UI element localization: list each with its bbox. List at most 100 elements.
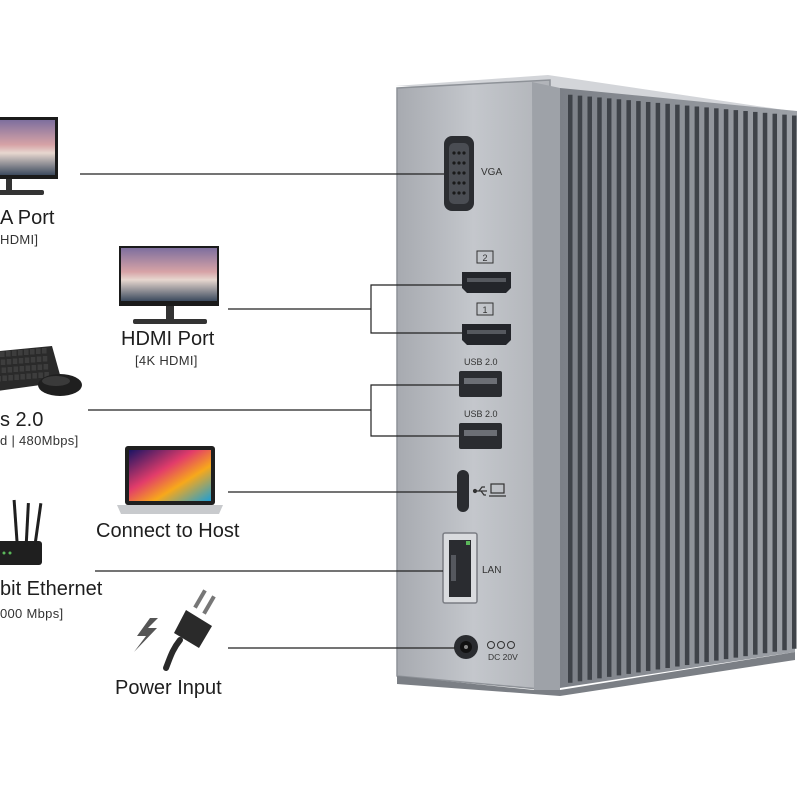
heat-sink-fin [606,98,612,677]
keyboard-key [12,350,17,356]
hdmi-1-label: 1 [482,305,487,315]
keyboard-key [7,367,13,373]
keyboard-key [38,372,43,378]
heat-sink-fin [684,105,690,666]
heat-sink-fin [636,101,641,673]
power-title: Power Input [115,677,222,699]
hdmi-2-label: 2 [482,253,487,263]
usb-port-upper-tongue [464,378,497,384]
keyboard-key [25,365,31,371]
vga-port-label: VGA [481,167,502,178]
keyboard-key [30,357,36,363]
heat-sink-fin [762,112,768,654]
keyboard-key [24,357,30,363]
keyboard-key [13,366,19,372]
keyboard-key [2,375,7,381]
keyboard-key [43,364,49,370]
leader-usb-bracket [370,384,459,437]
usb-lower-label: USB 2.0 [464,409,498,419]
ethernet-title: bit Ethernet [0,578,103,600]
ethernet-subtitle: 000 Mbps] [0,606,64,621]
heat-sink-fin [645,101,651,671]
usb-upper-label: USB 2.0 [464,357,498,367]
keyboard-key [31,365,37,371]
lan-port-label: LAN [482,565,501,576]
heat-sink-fin [626,100,631,674]
monitor-icon [119,246,219,324]
leader-lines [80,173,462,649]
power-plug-icon [163,589,216,671]
heat-sink-fin [665,103,670,668]
heat-sink-fin [568,94,573,683]
heat-sink-fin [733,110,739,658]
leader-hdmi-bracket [370,284,462,334]
usb-port-lower-tongue [464,430,497,436]
keyboard-key [8,375,13,381]
keyboard-mouse-icon [0,346,82,396]
hdmi-port-1-pins [467,330,506,334]
keyboard-key [0,359,6,365]
dc-port-label: DC 20V [488,652,518,662]
heat-sink-fin [694,106,700,664]
hdmi-1-badge [476,302,494,316]
keyboard-key [30,349,35,355]
keyboard-key [18,358,24,364]
vga-port-subtitle: HDMI] [0,232,39,247]
host-title: Connect to Host [96,520,240,542]
lightning-icon [134,618,158,652]
heat-sink-fin [597,97,602,679]
hdmi-port-title: HDMI Port [121,328,215,350]
heat-sink-fin [616,99,622,676]
heat-sink-fin [792,115,797,649]
usb-title: s 2.0 [0,409,44,431]
heat-sink-fin [714,108,719,661]
dock-edge-pillar [532,82,560,690]
hdmi-2-badge [476,250,494,264]
keyboard-key [19,366,25,372]
keyboard-key [6,351,11,357]
keyboard-key [0,376,1,382]
keyboard-key [12,358,18,364]
lan-port [449,540,471,597]
keyboard-key [36,348,41,354]
keyboard-key [18,350,23,356]
keyboard-key [6,359,12,365]
keyboard-key [24,349,29,355]
keyboard-key [36,356,42,362]
monitor-icon [0,117,58,195]
heat-sink-fin [753,111,758,655]
keyboard-key [42,348,47,354]
heat-sink-fin [782,114,787,651]
hdmi-port-2 [462,272,511,293]
keyboard-key [14,374,19,380]
usb-subtitle: d | 480Mbps] [0,433,79,448]
keyboard-key [32,373,37,379]
heat-sink-fin [655,102,661,670]
hdmi-port-1 [462,324,511,345]
usb-c-host-port [457,470,469,512]
dock-bottom [397,652,795,696]
heat-sink-fin [587,96,592,680]
lan-port-clip [451,555,456,581]
heat-sink-fin [704,107,709,663]
heat-sink-fin [723,109,729,660]
hdmi-port-2-pins [467,278,506,282]
dc-polarity-icon [487,641,515,649]
heat-sink-fins [568,94,797,683]
keyboard-key [44,372,49,378]
hdmi-port-subtitle: [4K HDMI] [135,353,198,368]
keyboard-key [20,374,25,380]
keyboard-key [0,351,5,357]
vga-port-title: A Port [0,207,55,229]
heat-sink-fin [675,104,680,667]
keyboard-key [42,356,48,362]
keyboard-key [1,367,7,373]
heat-sink-fin [577,95,583,682]
laptop-outline-icon [489,483,506,497]
keyboard-key [37,364,43,370]
usb-symbol-icon [472,486,487,496]
router-icon [0,499,43,565]
heat-sink-fin [743,111,748,657]
